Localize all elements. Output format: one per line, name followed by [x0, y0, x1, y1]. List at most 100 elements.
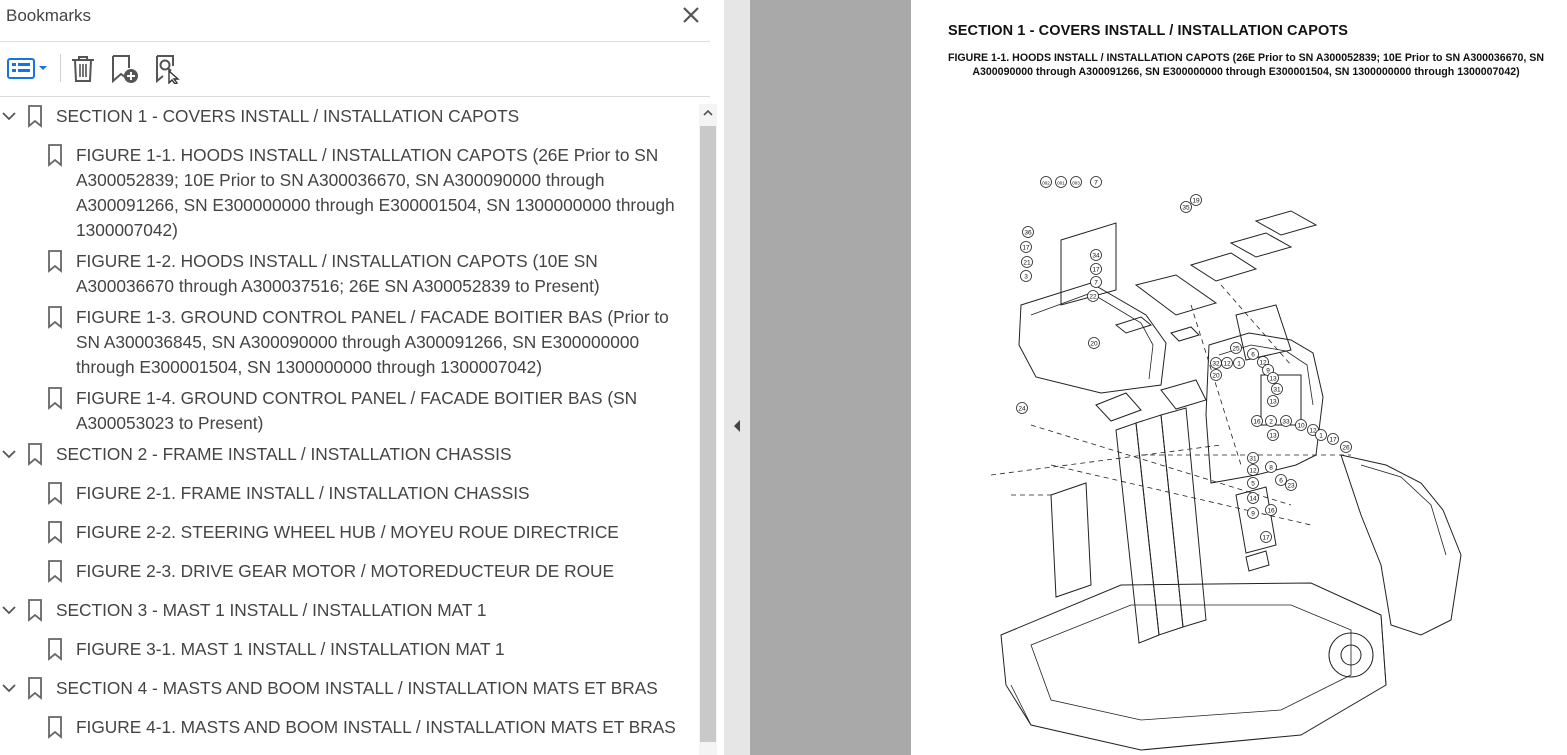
callout-bubble [1247, 348, 1259, 360]
callout-number: 002 [1042, 181, 1050, 186]
bookmark-item[interactable]: FIGURE 1-1. HOODS INSTALL / INSTALLATION… [0, 143, 696, 243]
bookmark-section[interactable]: SECTION 3 - MAST 1 INSTALL / INSTALLATIO… [0, 598, 696, 623]
bookmark-item[interactable]: FIGURE 2-2. STEERING WHEEL HUB / MOYEU R… [0, 520, 696, 545]
callout-bubble [1260, 531, 1272, 543]
callout-bubble [1016, 402, 1028, 414]
callout-number: 35 [1182, 205, 1190, 212]
right-lower-hood [1340, 454, 1462, 636]
callout-number: 25 [1232, 346, 1240, 353]
caret-left-icon [734, 420, 740, 432]
scrollbar-thumb[interactable] [700, 126, 716, 742]
delete-bookmark-button[interactable] [68, 52, 98, 84]
list-options-icon [7, 58, 47, 79]
callout-number: 36 [1024, 230, 1032, 237]
callout-bubble [1230, 342, 1242, 354]
left-hood [1018, 282, 1167, 394]
callout-number: 24 [1018, 406, 1026, 413]
callout-number: 7 [1094, 280, 1098, 287]
bookmark-icon [25, 442, 45, 467]
expand-toggle[interactable] [0, 442, 18, 467]
callout-number: 12 [1309, 428, 1317, 435]
bookmark-section[interactable]: SECTION 4 - MASTS AND BOOM INSTALL / INS… [0, 676, 696, 701]
callout-number: 22 [1089, 294, 1097, 301]
bookmark-label: FIGURE 1-3. GROUND CONTROL PANEL / FACAD… [76, 307, 669, 377]
bookmark-section[interactable]: SECTION 2 - FRAME INSTALL / INSTALLATION… [0, 442, 696, 467]
panel-title: Bookmarks [6, 6, 92, 25]
callout-number: 20 [1090, 341, 1098, 348]
callout-bubble [1090, 249, 1102, 261]
bookmark-icon [25, 676, 45, 701]
callout-number: 1 [1319, 433, 1323, 440]
callout-number: 31 [1249, 456, 1257, 463]
document-viewport[interactable]: SECTION 1 - COVERS INSTALL / INSTALLATIO… [750, 0, 1567, 755]
callout-bubble [1221, 357, 1233, 369]
chevron-down-icon [2, 112, 16, 121]
find-bookmark-button[interactable] [152, 52, 186, 85]
bookmark-icon [45, 249, 65, 274]
divider [0, 96, 710, 97]
divider [0, 41, 710, 42]
callout-bubble [1295, 419, 1307, 431]
callout-bubble [1267, 429, 1279, 441]
callout-number: 13 [1269, 399, 1277, 406]
bookmark-label: FIGURE 1-1. HOODS INSTALL / INSTALLATION… [76, 145, 675, 240]
collapse-panel-button[interactable] [732, 418, 742, 434]
bookmark-icon [45, 715, 65, 740]
callout-number: 6 [1279, 478, 1283, 485]
bookmark-item[interactable]: FIGURE 2-1. FRAME INSTALL / INSTALLATION… [0, 481, 696, 506]
callout-bubble [1090, 176, 1102, 188]
expand-toggle[interactable] [0, 104, 18, 129]
close-panel-button[interactable] [680, 4, 702, 26]
bookmark-item[interactable]: FIGURE 4-1. MASTS AND BOOM INSTALL / INS… [0, 715, 696, 740]
expand-toggle[interactable] [0, 598, 18, 623]
callout-bubble [1267, 395, 1279, 407]
options-menu-button[interactable] [6, 52, 50, 84]
callout-number: 12 [1223, 361, 1231, 368]
bookmarks-panel: Bookmarks [0, 0, 724, 755]
callout-bubble [1247, 464, 1259, 476]
callout-bubble [1247, 492, 1259, 504]
callout-bubble [1088, 337, 1100, 349]
callout-bubble [1340, 441, 1352, 453]
add-bookmark-button[interactable] [108, 52, 142, 84]
bookmark-icon [25, 104, 45, 129]
callout-number: 14 [1249, 496, 1257, 503]
bookmark-label: SECTION 3 - MAST 1 INSTALL / INSTALLATIO… [56, 600, 487, 620]
callout-number: 17 [1092, 267, 1100, 274]
callout-bubble [1265, 461, 1277, 473]
callout-bubble [1180, 201, 1192, 213]
callout-number: 23 [1287, 483, 1295, 490]
bookmark-label: SECTION 4 - MASTS AND BOOM INSTALL / INS… [56, 678, 658, 698]
callout-number: 17 [1262, 535, 1270, 542]
panel-splitter[interactable] [724, 0, 750, 755]
callout-number: 26 [1342, 445, 1350, 452]
bookmark-section[interactable]: SECTION 1 - COVERS INSTALL / INSTALLATIO… [0, 104, 696, 129]
bookmark-item[interactable]: FIGURE 1-2. HOODS INSTALL / INSTALLATION… [0, 249, 696, 299]
callout-bubble [1327, 433, 1339, 445]
bookmark-label: FIGURE 2-2. STEERING WHEEL HUB / MOYEU R… [76, 522, 619, 542]
callout-bubble [1090, 263, 1102, 275]
callout-bubble [1021, 256, 1033, 268]
callout-bubble [1247, 452, 1259, 464]
bookmark-item[interactable]: FIGURE 1-4. GROUND CONTROL PANEL / FACAD… [0, 386, 696, 436]
callout-number: 9 [1251, 511, 1255, 518]
bookmark-label: FIGURE 4-1. MASTS AND BOOM INSTALL / INS… [76, 717, 676, 737]
callout-bubble [1315, 429, 1327, 441]
expand-toggle[interactable] [0, 676, 18, 701]
bookmark-icon [45, 481, 65, 506]
toolbar-separator [60, 54, 61, 82]
bookmark-label: SECTION 1 - COVERS INSTALL / INSTALLATIO… [56, 106, 520, 126]
callout-number: 16 [1253, 419, 1261, 426]
bookmark-item[interactable]: FIGURE 1-3. GROUND CONTROL PANEL / FACAD… [0, 305, 696, 380]
callout-bubble [1040, 176, 1052, 188]
bookmarks-scrollbar[interactable] [699, 104, 717, 755]
bookmark-label: FIGURE 2-3. DRIVE GEAR MOTOR / MOTOREDUC… [76, 561, 615, 581]
callout-bubble [1247, 477, 1259, 489]
chevron-down-icon [2, 450, 16, 459]
bookmark-item[interactable]: FIGURE 3-1. MAST 1 INSTALL / INSTALLATIO… [0, 637, 696, 662]
bookmark-icon [45, 386, 65, 411]
scroll-up-button[interactable] [699, 104, 717, 122]
bookmark-item[interactable]: FIGURE 2-3. DRIVE GEAR MOTOR / MOTOREDUC… [0, 559, 696, 584]
callout-number: 13 [1269, 376, 1277, 383]
